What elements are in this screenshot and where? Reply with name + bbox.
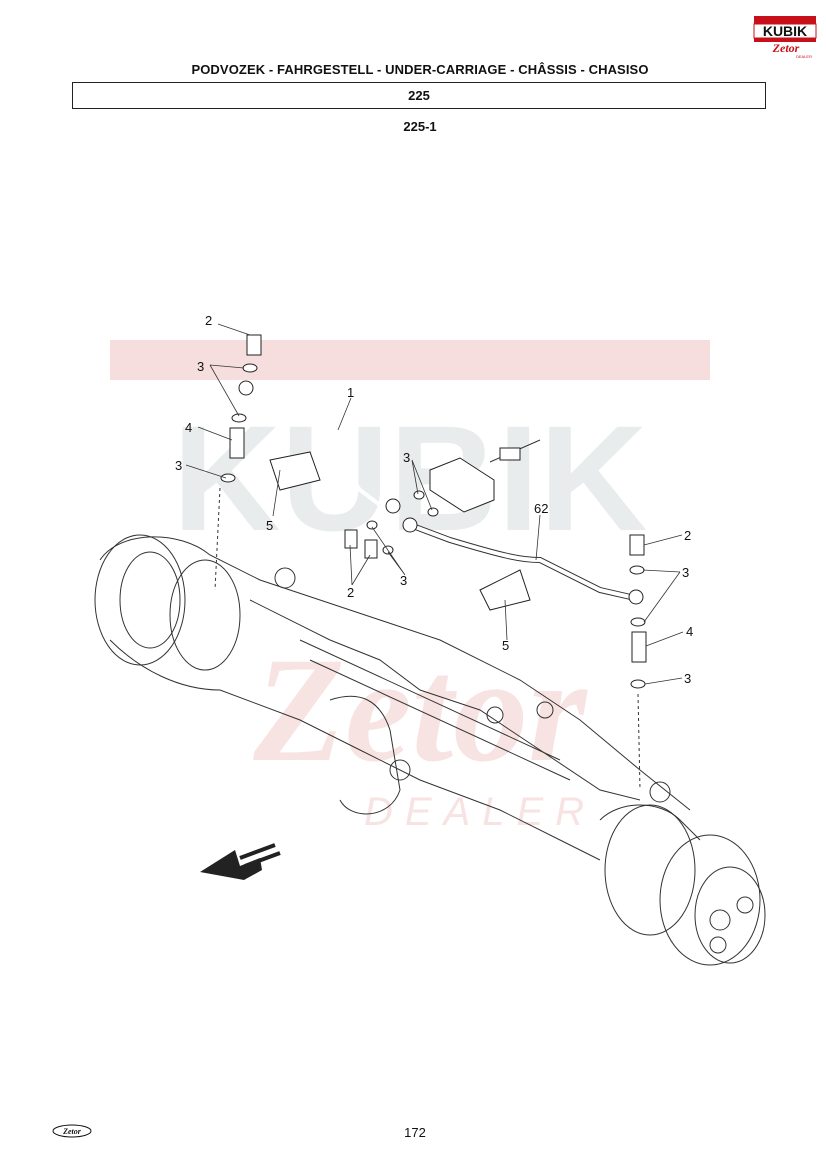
callout-2-top-left: 2: [205, 313, 212, 328]
section-number-box: 225: [72, 82, 766, 109]
callout-5-left: 5: [266, 518, 273, 533]
direction-arrow-icon: [200, 843, 281, 880]
leader-left: [214, 487, 221, 591]
callout-3-center-top: 3: [403, 450, 410, 465]
callout-1: 1: [347, 385, 354, 400]
svg-text:KUBIK: KUBIK: [173, 394, 648, 562]
zetor-footer-logo: Zetor: [52, 1124, 92, 1138]
clamp-right: [479, 569, 531, 611]
callout-2-center: 2: [347, 585, 354, 600]
left-fittings: [220, 334, 262, 483]
page-number: 172: [404, 1125, 426, 1140]
svg-text:Zetor: Zetor: [62, 1127, 82, 1136]
svg-text:DEALER: DEALER: [364, 790, 596, 834]
svg-text:Zetor: Zetor: [772, 41, 800, 55]
svg-text:Zetor: Zetor: [252, 627, 588, 793]
callout-62: 62: [534, 501, 548, 516]
leader-right: [637, 693, 641, 791]
right-fittings: [628, 534, 647, 689]
svg-text:KUBIK: KUBIK: [763, 23, 807, 39]
callout-4-right: 4: [686, 624, 693, 639]
callout-3-right: 3: [682, 565, 689, 580]
center-fittings: [344, 439, 541, 559]
clamp-left: [269, 451, 321, 491]
callout-3-right-lower: 3: [684, 671, 691, 686]
callout-4-left: 4: [185, 420, 192, 435]
subsection-number: 225-1: [403, 119, 437, 134]
section-number: 225: [408, 88, 430, 103]
page-title: PODVOZEK - FAHRGESTELL - UNDER-CARRIAGE …: [191, 62, 649, 77]
callout-3-center: 3: [400, 573, 407, 588]
callout-5-right: 5: [502, 638, 509, 653]
callout-3-left-lower: 3: [175, 458, 182, 473]
front-axle-assembly: [94, 534, 766, 966]
callout-3-top-left: 3: [197, 359, 204, 374]
callout-2-right: 2: [684, 528, 691, 543]
watermark: KUBIK Zetor DEALER: [110, 340, 710, 834]
svg-text:DEALER: DEALER: [796, 54, 812, 59]
kubik-zetor-logo: KUBIK Zetor DEALER: [753, 16, 817, 59]
